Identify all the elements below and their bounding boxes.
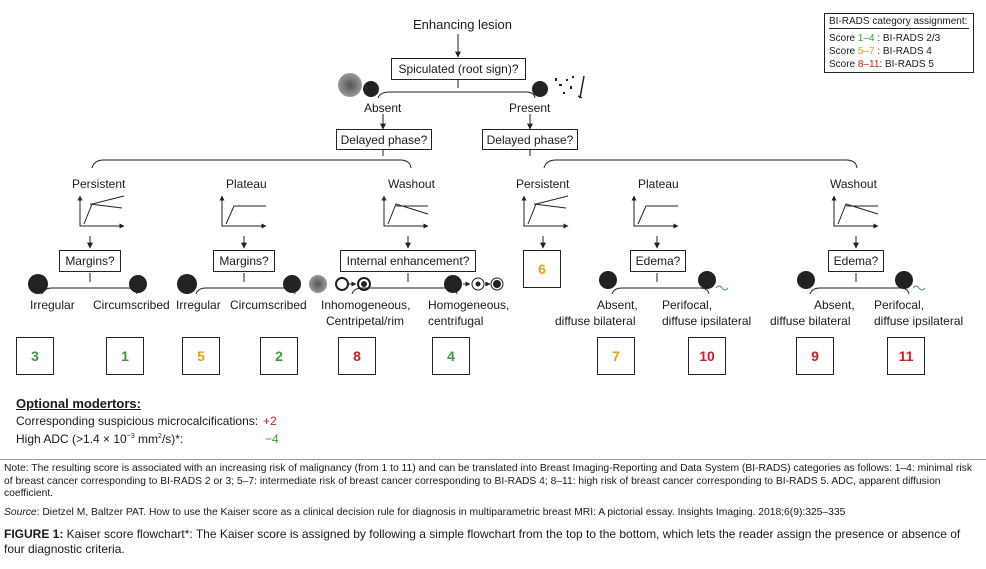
phase-washout-absent: Washout xyxy=(388,177,435,191)
phase-plateau-absent: Plateau xyxy=(226,177,267,191)
divider xyxy=(0,459,986,460)
leaf-irregular-2: Irregular xyxy=(176,298,221,312)
leaf-irregular-1: Irregular xyxy=(30,298,75,312)
leaf-perifocal-washout-line2: diffuse ipsilateral xyxy=(874,314,964,328)
inhomogeneous-texture-icon xyxy=(309,275,327,293)
leaf-absent-plateau-line1: Absent, xyxy=(597,298,638,312)
score-box-10: 10 xyxy=(688,337,726,375)
edema-question-plateau: Edema? xyxy=(630,250,686,272)
leaf-circumscribed-1: Circumscribed xyxy=(93,298,170,312)
curve-persistent-2-icon xyxy=(521,195,569,229)
mass-texture-icon xyxy=(338,73,362,97)
score-box-1: 1 xyxy=(106,337,144,375)
phase-persistent-present: Persistent xyxy=(516,177,570,191)
birads-legend: BI-RADS category assignment: Score 1–4 :… xyxy=(824,13,974,73)
curve-washout-1-icon xyxy=(381,195,429,229)
delayed-phase-question-absent: Delayed phase? xyxy=(336,129,432,150)
leaf-absent-plateau-line2: diffuse bilateral xyxy=(555,314,636,328)
leaf-homogeneous-line2: centrifugal xyxy=(428,314,484,328)
score-box-5: 5 xyxy=(182,337,220,375)
absent-branch-label: Absent xyxy=(364,101,402,115)
present-branch-label: Present xyxy=(509,101,551,115)
legend-title: BI-RADS category assignment: xyxy=(829,16,969,29)
leaf-inhomogeneous-line2: Centripetal/rim xyxy=(326,314,405,328)
leaf-circumscribed-2: Circumscribed xyxy=(230,298,307,312)
adc-value: −4 xyxy=(265,432,279,446)
curve-washout-2-icon xyxy=(831,195,879,229)
microcalc-label: Corresponding suspicious microcalcificat… xyxy=(16,414,259,428)
score-box-4: 4 xyxy=(432,337,470,375)
leaf-absent-washout-line1: Absent, xyxy=(814,298,855,312)
score-box-7: 7 xyxy=(597,337,635,375)
margins-question-persistent: Margins? xyxy=(59,250,121,272)
curve-plateau-2-icon xyxy=(631,195,679,229)
score-box-3: 3 xyxy=(16,337,54,375)
legend-row-3: Score 8–11: BI-RADS 5 xyxy=(829,59,934,70)
internal-enhancement-question: Internal enhancement? xyxy=(340,250,476,272)
figure-caption: FIGURE 1: Kaiser score flowchart*: The K… xyxy=(4,527,961,556)
phase-persistent-absent: Persistent xyxy=(72,177,126,191)
microcalc-value: +2 xyxy=(263,414,277,428)
margins-question-plateau: Margins? xyxy=(213,250,275,272)
score-box-11: 11 xyxy=(887,337,925,375)
leaf-perifocal-washout-line1: Perifocal, xyxy=(874,298,925,312)
spiculated-question-box: Spiculated (root sign)? xyxy=(391,58,526,80)
curve-persistent-1-icon xyxy=(77,195,125,229)
leaf-absent-washout-line2: diffuse bilateral xyxy=(770,314,851,328)
delayed-phase-question-present: Delayed phase? xyxy=(482,129,578,150)
adc-label: High ADC (>1.4 × 10−3 mm2/s)*: xyxy=(16,432,184,446)
root-label: Enhancing lesion xyxy=(413,17,513,32)
leaf-perifocal-plateau-line1: Perifocal, xyxy=(662,298,713,312)
score-box-9: 9 xyxy=(796,337,834,375)
figure-source: Source: Dietzel M, Baltzer PAT. How to u… xyxy=(4,507,846,518)
figure-note: Note: The resulting score is associated … xyxy=(4,463,972,499)
score-box-6: 6 xyxy=(523,250,561,288)
curve-plateau-1-icon xyxy=(219,195,267,229)
leaf-perifocal-plateau-line2: diffuse ipsilateral xyxy=(662,314,752,328)
edema-question-washout: Edema? xyxy=(828,250,884,272)
phase-washout-present: Washout xyxy=(830,177,877,191)
score-box-2: 2 xyxy=(260,337,298,375)
leaf-inhomogeneous-line1: Inhomogeneous, xyxy=(321,298,411,312)
flowchart-connectors xyxy=(28,34,926,295)
phase-plateau-present: Plateau xyxy=(638,177,679,191)
spiculation-icon xyxy=(555,75,585,99)
leaf-homogeneous-line1: Homogeneous, xyxy=(428,298,510,312)
score-box-8: 8 xyxy=(338,337,376,375)
modifiers-heading: Optional modertors: xyxy=(16,396,141,411)
legend-row-2: Score 5–7 : BI-RADS 4 xyxy=(829,46,932,57)
legend-row-1: Score 1–4 : BI-RADS 2/3 xyxy=(829,33,941,44)
